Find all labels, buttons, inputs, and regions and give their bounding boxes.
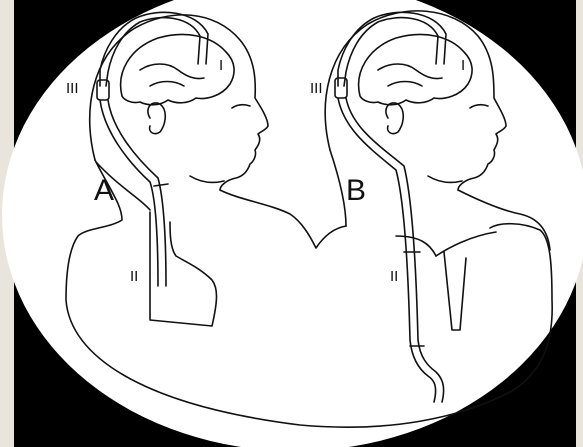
panel-a-label-proximal: I bbox=[219, 57, 223, 74]
panel-a-label-distal: II bbox=[130, 268, 138, 285]
panel-b-label-proximal: I bbox=[461, 57, 465, 74]
panel-b-label-distal: II bbox=[390, 268, 398, 285]
panel-a-label: A bbox=[94, 174, 114, 207]
panel-b-label: B bbox=[346, 174, 366, 207]
panel-b-label-valve: III bbox=[310, 80, 323, 97]
panel-a-label-valve: III bbox=[66, 80, 79, 97]
